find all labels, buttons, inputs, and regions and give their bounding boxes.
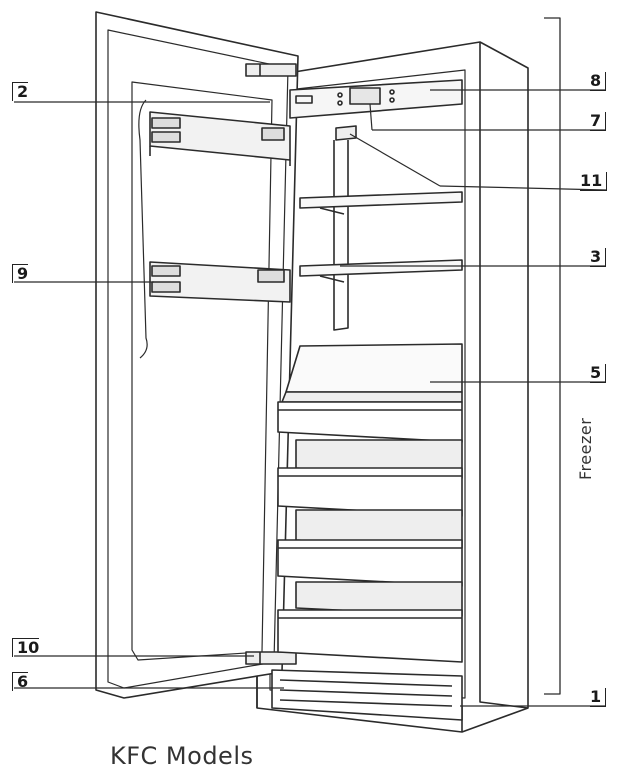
hinge-top	[245, 63, 297, 77]
leader-lines	[14, 89, 607, 707]
door	[95, 11, 299, 699]
interior-light	[335, 125, 357, 141]
door-bin-upper	[149, 111, 291, 166]
callout-3: 3	[590, 248, 607, 267]
callout-5: 5	[590, 364, 607, 383]
shelf-rail	[333, 140, 349, 331]
drawer-4	[277, 581, 463, 663]
flap-compartment	[281, 343, 463, 403]
glass-shelf-lower	[299, 259, 463, 283]
control-panel	[289, 79, 463, 119]
drawer-3	[277, 509, 463, 587]
callout-1: 1	[590, 688, 607, 707]
door-bin-lower	[149, 261, 291, 303]
callout-10: 10	[12, 638, 40, 657]
callout-11: 11	[580, 172, 608, 191]
callout-9: 9	[12, 264, 29, 283]
callout-7: 7	[590, 112, 607, 131]
callout-2: 2	[12, 82, 29, 101]
callout-6: 6	[12, 672, 29, 691]
drawer-2	[277, 439, 463, 517]
freezer-section-label: Freezer	[576, 417, 595, 480]
glass-shelf-upper	[299, 191, 463, 215]
hinge-bottom	[245, 651, 297, 665]
callout-8: 8	[590, 72, 607, 91]
base-grille	[271, 669, 463, 721]
model-caption: KFC Models	[110, 742, 254, 770]
freezer-bracket	[544, 17, 561, 695]
